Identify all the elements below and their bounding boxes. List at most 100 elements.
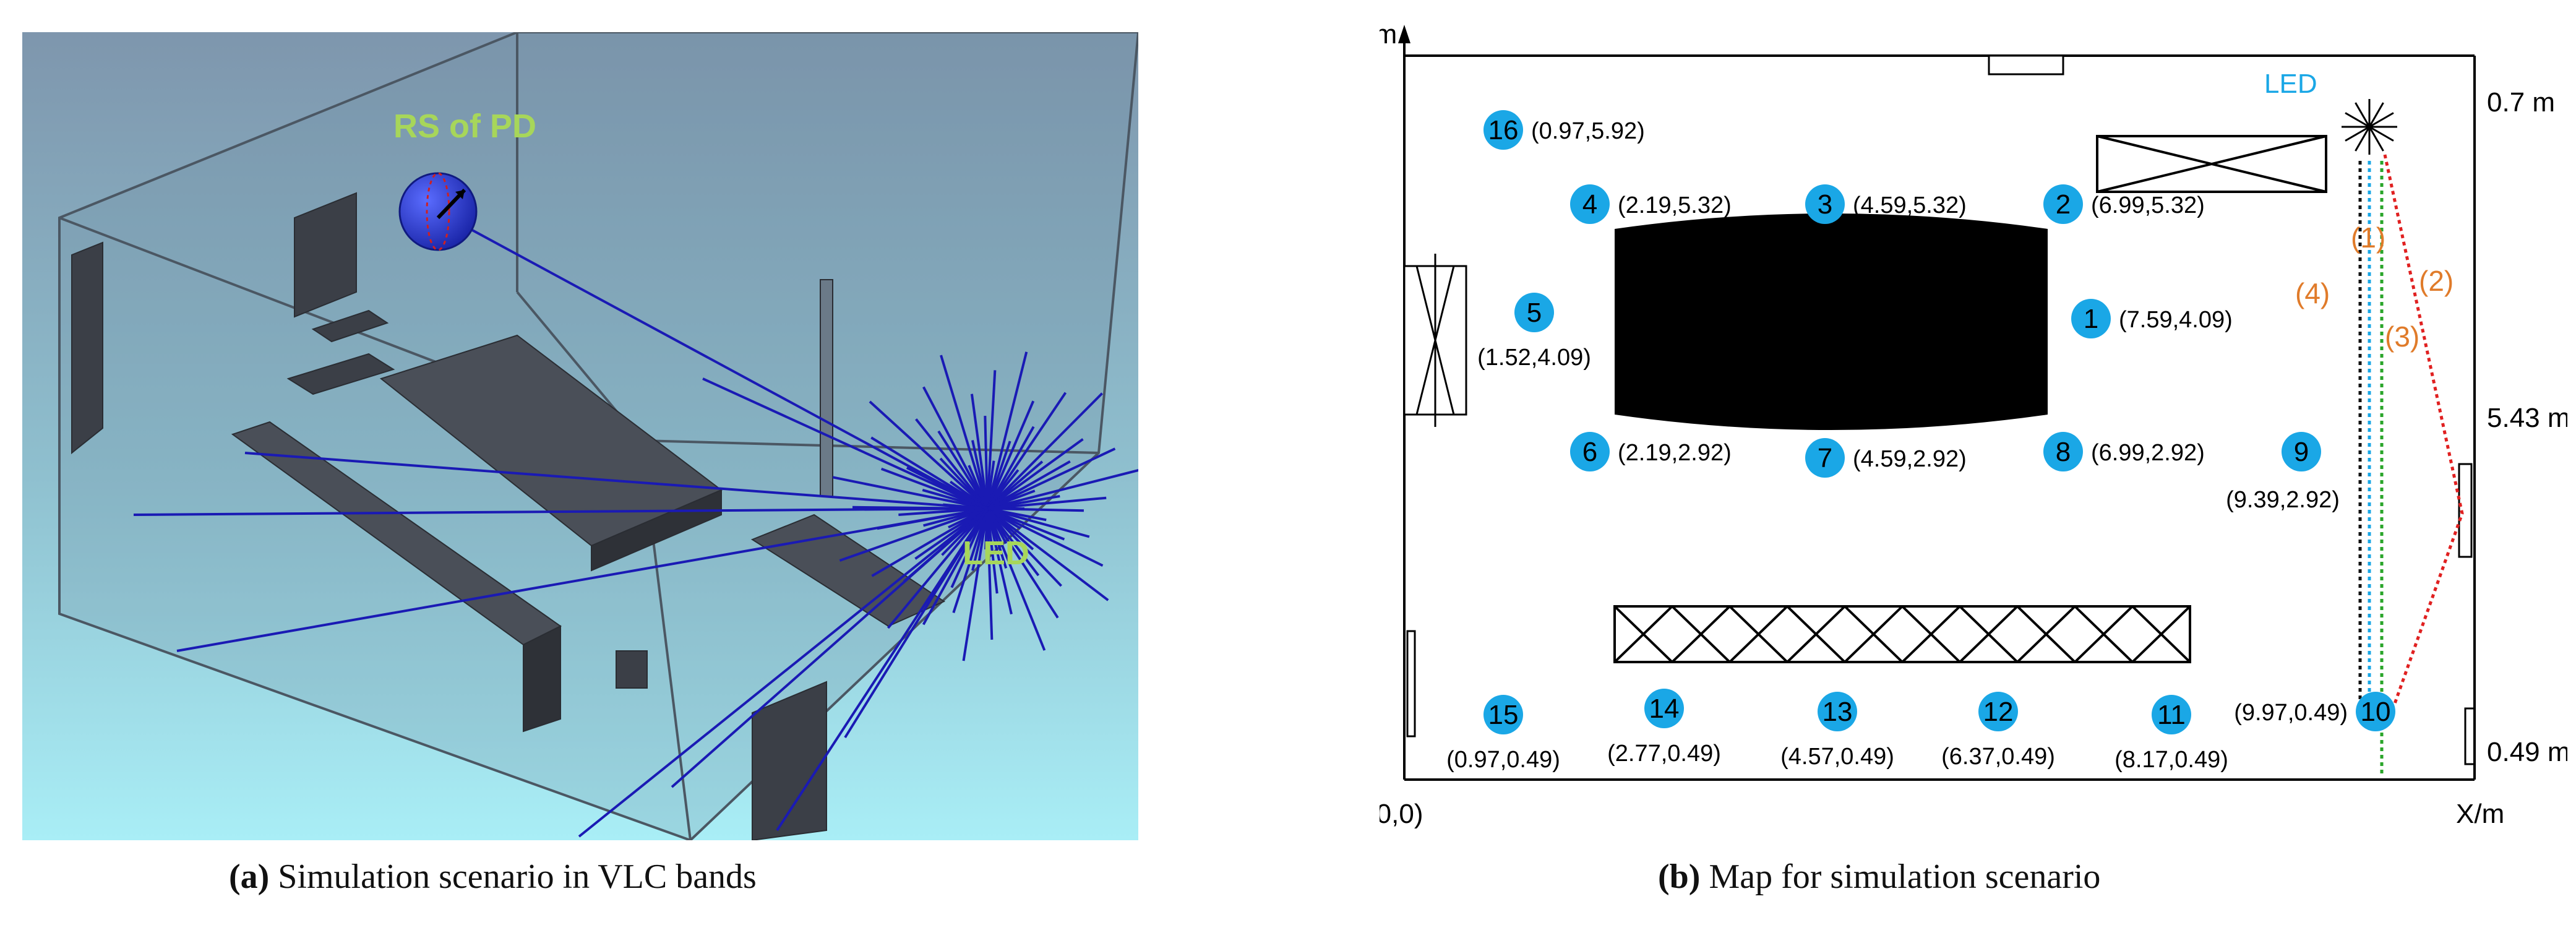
test-points: 1 (7.59,4.09) 2 (6.99,5.32) 3 (4.59,5.32) 4 (2.… [1446, 110, 2395, 773]
navigation-paths [2358, 154, 2464, 773]
test-point-id: 11 [2157, 700, 2186, 730]
test-point-coordinate: (7.59,4.09) [2119, 307, 2233, 333]
furniture [71, 192, 946, 841]
test-point-marker [2071, 299, 2111, 338]
path-2 [2383, 154, 2464, 706]
test-point-coordinate: (2.77,0.49) [1607, 741, 1721, 767]
led-source-icon [2342, 99, 2397, 155]
test-point-marker [1644, 689, 1684, 728]
test-point-id: 3 [1818, 189, 1832, 220]
test-point-coordinate: (9.39,2.92) [2226, 487, 2340, 513]
origin-label: (0,0) [1380, 799, 1423, 829]
test-point-id: 15 [1488, 700, 1519, 730]
test-point-marker [1818, 692, 1857, 731]
rs-of-pd-label: RS of PD [393, 108, 536, 145]
left-door [71, 241, 103, 455]
test-point-id: 2 [2056, 189, 2071, 220]
path-labels: (1) (2) (3) (4) [2295, 222, 2454, 353]
test-point-marker [2043, 432, 2083, 471]
test-point-id: 14 [1649, 694, 1680, 724]
test-point-coordinate: (9.97,0.49) [2234, 700, 2348, 726]
led-label-a: LED [963, 535, 1029, 572]
y-axis-arrow [1398, 25, 1410, 43]
test-point: 5 (1.52,4.09) [1477, 293, 1591, 371]
dimension-middle: 5.43 m [2487, 403, 2567, 433]
caption-a: (a) Simulation scenario in VLC bands [229, 857, 757, 906]
compass-label: N [1380, 238, 1381, 277]
test-point: 11 (8.17,0.49) [2114, 695, 2228, 773]
test-point-marker [1514, 293, 1554, 332]
test-point-marker [1805, 184, 1845, 224]
test-point: 4 (2.19,5.32) [1570, 184, 1732, 224]
left-door-b [1406, 630, 1416, 738]
test-point-coordinate: (1.52,4.09) [1477, 345, 1591, 371]
test-point-marker [2043, 184, 2083, 224]
test-point: 15 (0.97,0.49) [1446, 695, 1560, 773]
front-door [752, 681, 827, 841]
wall-screen [294, 192, 357, 318]
test-point-marker [1978, 692, 2018, 731]
test-point-id: 5 [1527, 298, 1542, 328]
pd-receiving-sphere [398, 172, 478, 251]
light-rays [133, 210, 1147, 838]
test-point-coordinate: (6.37,0.49) [1941, 744, 2055, 770]
caption-a-text: Simulation scenario in VLC bands [278, 858, 757, 896]
pillar [820, 279, 833, 497]
test-point: 3 (4.59,5.32) [1805, 184, 1967, 224]
conference-table-b [1615, 213, 2048, 430]
caption-b: (b) Map for simulation scenario [1658, 857, 2100, 906]
caption-a-label: (a) [229, 858, 270, 896]
test-point-marker [1483, 695, 1523, 734]
caption-b-label: (b) [1658, 858, 1701, 896]
test-point-marker [2356, 692, 2395, 731]
test-point-marker [1570, 432, 1610, 471]
test-point: 6 (2.19,2.92) [1570, 432, 1732, 471]
test-point-id: 6 [1582, 437, 1597, 467]
path-label-3: (3) [2385, 321, 2419, 353]
test-point: 10 (9.97,0.49) [2234, 692, 2395, 731]
test-point-id: 12 [1983, 697, 2014, 727]
test-point: 13 (4.57,0.49) [1780, 692, 1894, 770]
shelf-upper [311, 309, 389, 343]
test-point-coordinate: (4.57,0.49) [1780, 744, 1894, 770]
panel-a-simulation-scene: RS of PD LED [22, 31, 1147, 842]
test-point-coordinate: (2.19,5.32) [1618, 192, 1732, 218]
test-point-id: 4 [1582, 189, 1597, 220]
test-point-coordinate: (6.99,5.32) [2091, 192, 2205, 218]
path-label-1: (1) [2351, 222, 2385, 254]
test-point: 8 (6.99,2.92) [2043, 432, 2205, 471]
test-point-id: 16 [1488, 115, 1519, 145]
path-label-2: (2) [2419, 265, 2454, 297]
test-point-id: 1 [2084, 304, 2098, 334]
dimension-bottom: 0.49 m [2487, 737, 2567, 767]
rack-left [1403, 254, 1467, 427]
test-point-coordinate: (4.59,5.32) [1853, 192, 1967, 218]
test-point: 14 (2.77,0.49) [1607, 689, 1721, 767]
right-door-b [2464, 707, 2476, 765]
test-point: 2 (6.99,5.32) [2043, 184, 2205, 224]
test-point-coordinate: (8.17,0.49) [2114, 747, 2228, 773]
test-point: 1 (7.59,4.09) [2071, 299, 2233, 338]
y-axis-label: Y/m [1380, 19, 1397, 49]
test-point-marker [2152, 695, 2191, 734]
test-point-id: 8 [2056, 437, 2071, 467]
test-point-coordinate: (2.19,2.92) [1618, 440, 1732, 466]
test-point-marker [1483, 110, 1523, 150]
floor-map: Y/m X/m (0,0) N [1349, 19, 2570, 829]
wall-switch [616, 650, 648, 689]
test-point-marker [2282, 432, 2321, 471]
path-label-4: (4) [2295, 277, 2330, 309]
test-point-id: 7 [1818, 443, 1832, 473]
test-point: 7(4.59,2.92) [1805, 438, 1967, 478]
panel-b-map: Y/m X/m (0,0) N [1349, 19, 2570, 829]
test-point-id: 13 [1823, 697, 1853, 727]
test-point-marker [1570, 184, 1610, 224]
test-point: 12 (6.37,0.49) [1941, 692, 2055, 770]
rack-top [2096, 135, 2327, 193]
test-point: 9(9.39,2.92) [2226, 432, 2340, 513]
dimension-top: 0.7 m [2487, 87, 2555, 118]
test-point-coordinate: (6.99,2.92) [2091, 440, 2205, 466]
test-point-id: 10 [2361, 697, 2391, 727]
test-point-coordinate: (0.97,0.49) [1446, 747, 1560, 773]
right-window [2458, 463, 2473, 558]
